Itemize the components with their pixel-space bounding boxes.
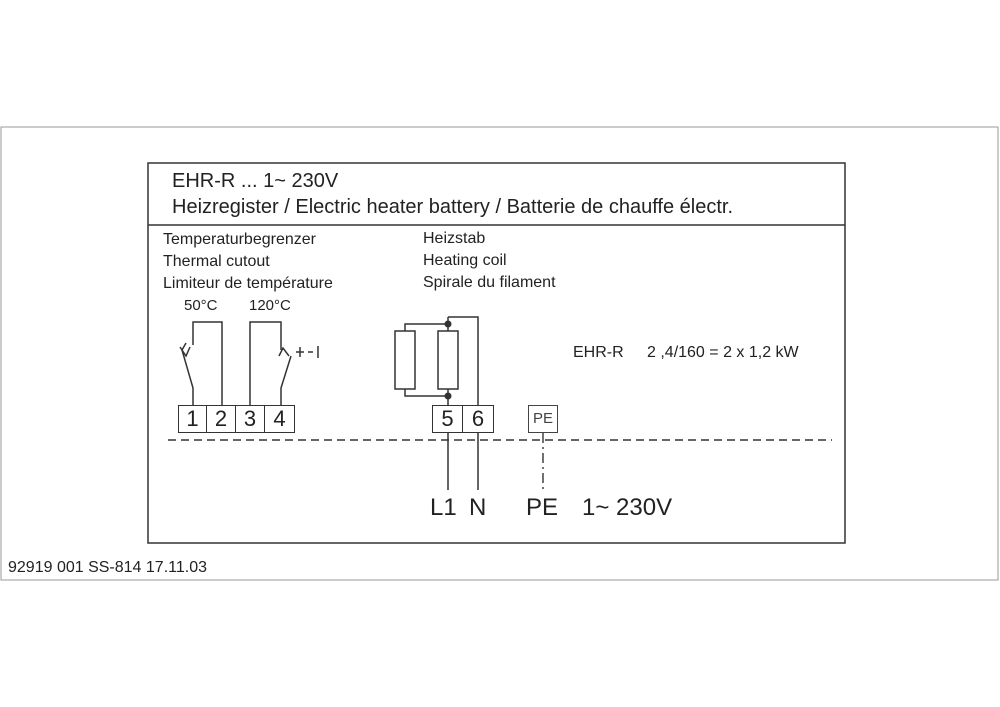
terminal-2: 2 — [206, 405, 236, 433]
supply-l1: L1 — [430, 494, 457, 521]
coil-label-en: Heating coil — [423, 252, 507, 269]
coil-label-de: Heizstab — [423, 230, 486, 247]
footer-doc-id: 92919 001 SS-814 17.11.03 — [8, 559, 207, 576]
cutout-label-en: Thermal cutout — [163, 253, 270, 270]
rating-spec: 2 ,4/160 = 2 x 1,2 kW — [647, 344, 799, 361]
junction-dot-top — [444, 320, 452, 328]
coil-label-fr: Spirale du filament — [423, 274, 556, 291]
thermal-cutout-50-symbol — [179, 321, 223, 405]
terminal-5: 5 — [432, 405, 463, 433]
heating-coil-symbol — [394, 316, 479, 405]
cutout-temp-120: 120°C — [249, 297, 291, 314]
cutout-temp-50: 50°C — [184, 297, 218, 314]
inner-box — [147, 162, 846, 544]
cutout-label-de: Temperaturbegrenzer — [163, 231, 316, 248]
terminal-4: 4 — [264, 405, 295, 433]
rating-model: EHR-R — [573, 344, 624, 361]
junction-dot-bottom — [444, 392, 452, 400]
cutout-label-fr: Limiteur de température — [163, 275, 333, 292]
outer-frame — [0, 126, 999, 581]
thermal-cutout-120-symbol — [249, 321, 319, 405]
supply-n: N — [469, 494, 487, 521]
supply-voltage: 1~ 230V — [582, 494, 673, 521]
terminal-6: 6 — [462, 405, 494, 433]
supply-pe: PE — [526, 494, 559, 521]
terminal-pe: PE — [528, 405, 558, 433]
diagram-subtitle: Heizregister / Electric heater battery /… — [172, 196, 734, 218]
diagram-title: EHR-R ... 1~ 230V — [172, 170, 339, 192]
terminal-3: 3 — [235, 405, 265, 433]
terminal-1: 1 — [178, 405, 207, 433]
